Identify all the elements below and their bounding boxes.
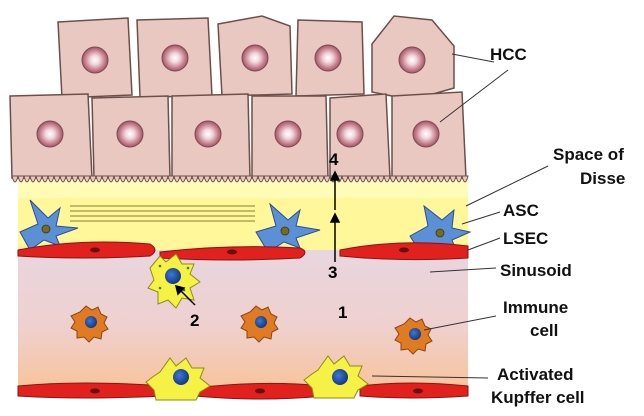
hepatocyte-nucleus xyxy=(413,121,439,147)
hepatocyte-nucleus xyxy=(242,45,268,71)
label-lsec: LSEC xyxy=(503,229,548,248)
marker-4: 4 xyxy=(329,150,339,169)
label-asc: ASC xyxy=(503,201,539,220)
marker-3: 3 xyxy=(328,263,337,282)
hepatocyte-nucleus xyxy=(37,121,63,147)
lsec-nucleus xyxy=(399,248,409,253)
lsec-nucleus xyxy=(255,389,265,394)
asc-nucleus xyxy=(436,229,444,237)
marker-1: 1 xyxy=(338,303,347,322)
lsec-nucleus xyxy=(90,389,100,394)
label-immune-line1: Immune xyxy=(503,298,568,317)
hepatocyte-nucleus xyxy=(337,121,363,147)
asc-nucleus xyxy=(281,227,289,235)
hepatocyte-nucleus xyxy=(195,121,221,147)
lsec-nucleus xyxy=(413,389,423,394)
hepatocyte-nucleus xyxy=(399,47,425,73)
hepatocyte-nucleus xyxy=(162,45,188,71)
label-space-of-disse-line1: Space of xyxy=(553,145,624,164)
hepatocyte-bottom-row xyxy=(10,92,466,178)
label-kupffer-line1: Activated xyxy=(497,365,574,384)
hepatocyte-nucleus xyxy=(275,121,301,147)
lsec-bottom-layer xyxy=(18,383,468,399)
label-hcc: HCC xyxy=(490,45,527,64)
marker-2: 2 xyxy=(190,311,199,330)
label-immune-line2: cell xyxy=(530,321,558,340)
hepatocyte-nucleus xyxy=(117,121,143,147)
label-space-of-disse-line2: Disse xyxy=(580,169,625,188)
label-sinusoid: Sinusoid xyxy=(500,261,572,280)
hepatocyte-nucleus xyxy=(315,45,341,71)
label-kupffer-line2: Kupffer cell xyxy=(491,388,585,407)
hepatocyte-nucleus xyxy=(82,47,108,73)
lsec-nucleus xyxy=(227,250,237,255)
asc-nucleus xyxy=(42,225,50,233)
lsec-nucleus xyxy=(90,248,100,253)
